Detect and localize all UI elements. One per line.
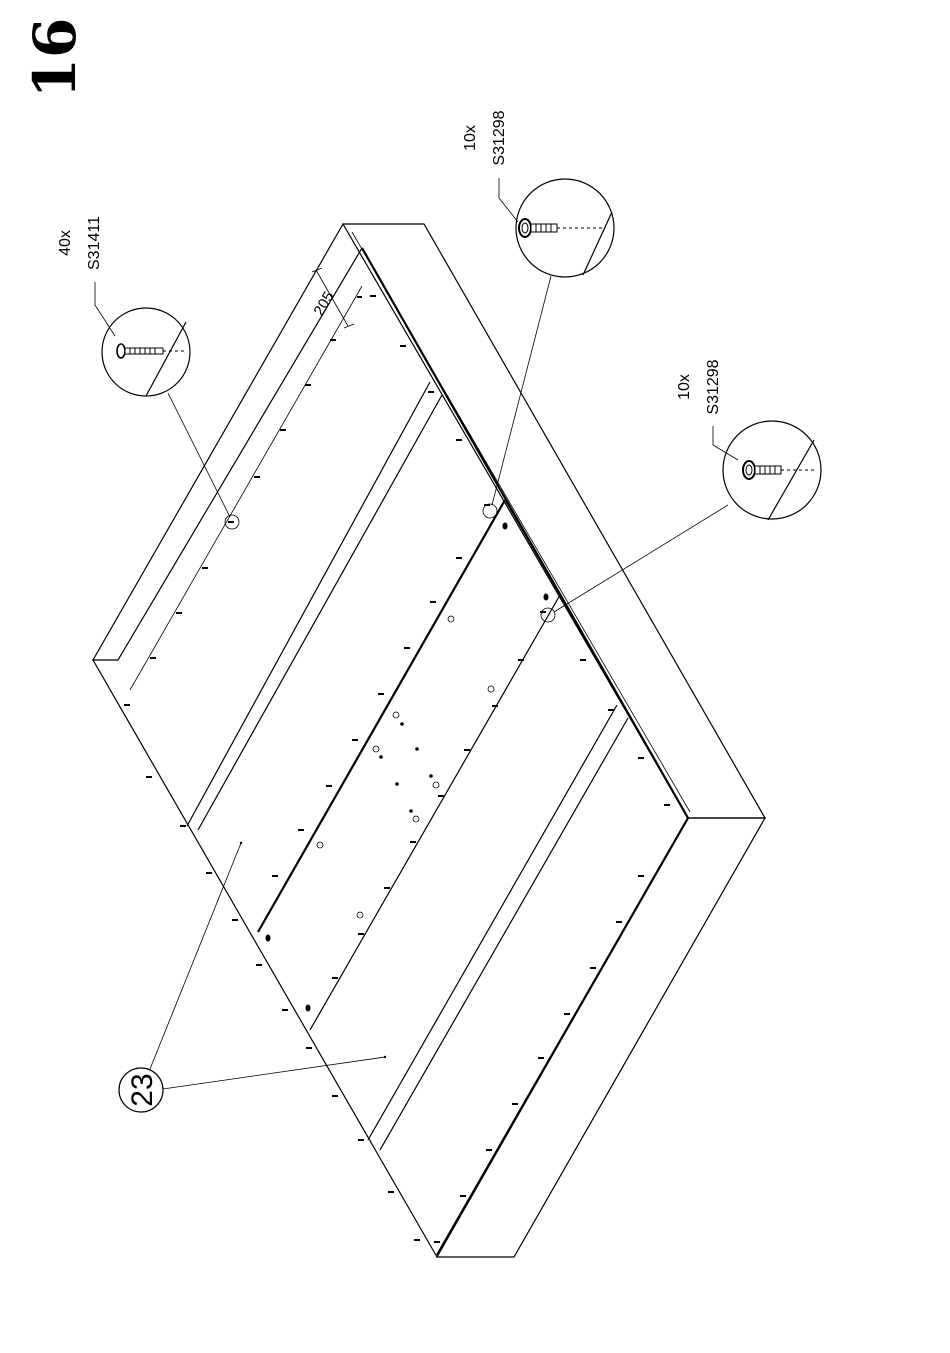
slat-right [368, 705, 628, 1150]
holes [240, 523, 549, 1059]
center-beam [258, 500, 560, 1030]
callout-a-code: S31411 [86, 216, 103, 270]
screw-s31298-icon [519, 219, 605, 237]
callout-b-code: S31298 [491, 110, 508, 165]
slat-left [187, 382, 442, 830]
callout-c-code: S31298 [705, 359, 722, 414]
step-number: 16 [21, 18, 89, 99]
side-rail-front [343, 224, 765, 1257]
callout-s31298-top: 10x S31298 [462, 110, 614, 518]
callout-s31411: 40x S31411 [57, 216, 239, 529]
part-number: 23 [126, 1073, 159, 1106]
dimension-label: 205 [310, 289, 337, 319]
callout-c-qty: 10x [676, 374, 693, 400]
callout-a-qty: 40x [57, 230, 74, 256]
callout-b-qty: 10x [462, 125, 479, 151]
dimension-205: 205 [310, 268, 354, 328]
screw-s31298-icon [743, 461, 815, 479]
callout-s31298-right: 10x S31298 [541, 359, 821, 622]
screw-s31411-icon [117, 344, 186, 358]
bed-frame [93, 224, 765, 1257]
screw-marks [124, 296, 670, 1242]
part-23-callout: 23 [119, 843, 385, 1112]
